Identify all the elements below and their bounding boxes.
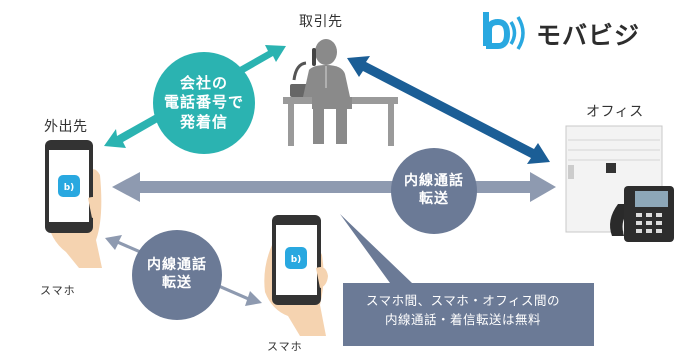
client-office-arrow	[347, 56, 550, 164]
teal-bubble-line2: 電話番号で	[163, 93, 244, 112]
bottom-hand-phone-icon: b)	[264, 215, 328, 336]
teal-feature-bubble: 会社の 電話番号で 発着信	[153, 52, 255, 154]
right-bubble-line2: 転送	[419, 191, 449, 207]
phone-bottom-label: スマホ	[267, 340, 303, 353]
teal-bubble-line1: 会社の	[179, 74, 228, 93]
client-label: 取引先	[299, 14, 343, 30]
client-person-icon	[283, 39, 398, 146]
callout-line1: スマホ間、スマホ・オフィス間の	[365, 293, 560, 308]
callout-line2: 内線通話・着信転送は無料	[384, 312, 541, 328]
left-bubble-line1: 内線通話	[147, 257, 207, 274]
teal-bubble-line3: 発着信	[179, 112, 228, 131]
callout-text: スマホ間、スマホ・オフィス間の 内線通話・着信転送は無料	[343, 291, 583, 330]
brand-name: モバビジ	[536, 21, 641, 50]
extension-bubble-right: 内線通話 転送	[391, 148, 477, 234]
outside-label: 外出先	[44, 119, 88, 135]
phone-left-label: スマホ	[40, 284, 76, 297]
right-bubble-line1: 内線通話	[404, 173, 464, 190]
extension-bubble-left: 内線通話 転送	[132, 230, 222, 320]
svg-text:b): b)	[291, 255, 302, 265]
brand-logo-icon	[483, 12, 525, 50]
callout-box	[340, 214, 594, 346]
desk-phone-icon	[610, 186, 674, 242]
office-label: オフィス	[586, 104, 644, 120]
left-hand-phone-icon: b)	[45, 140, 102, 268]
svg-text:b): b)	[64, 183, 75, 193]
extension-call-arrow	[112, 172, 556, 202]
left-bubble-line2: 転送	[162, 275, 192, 291]
